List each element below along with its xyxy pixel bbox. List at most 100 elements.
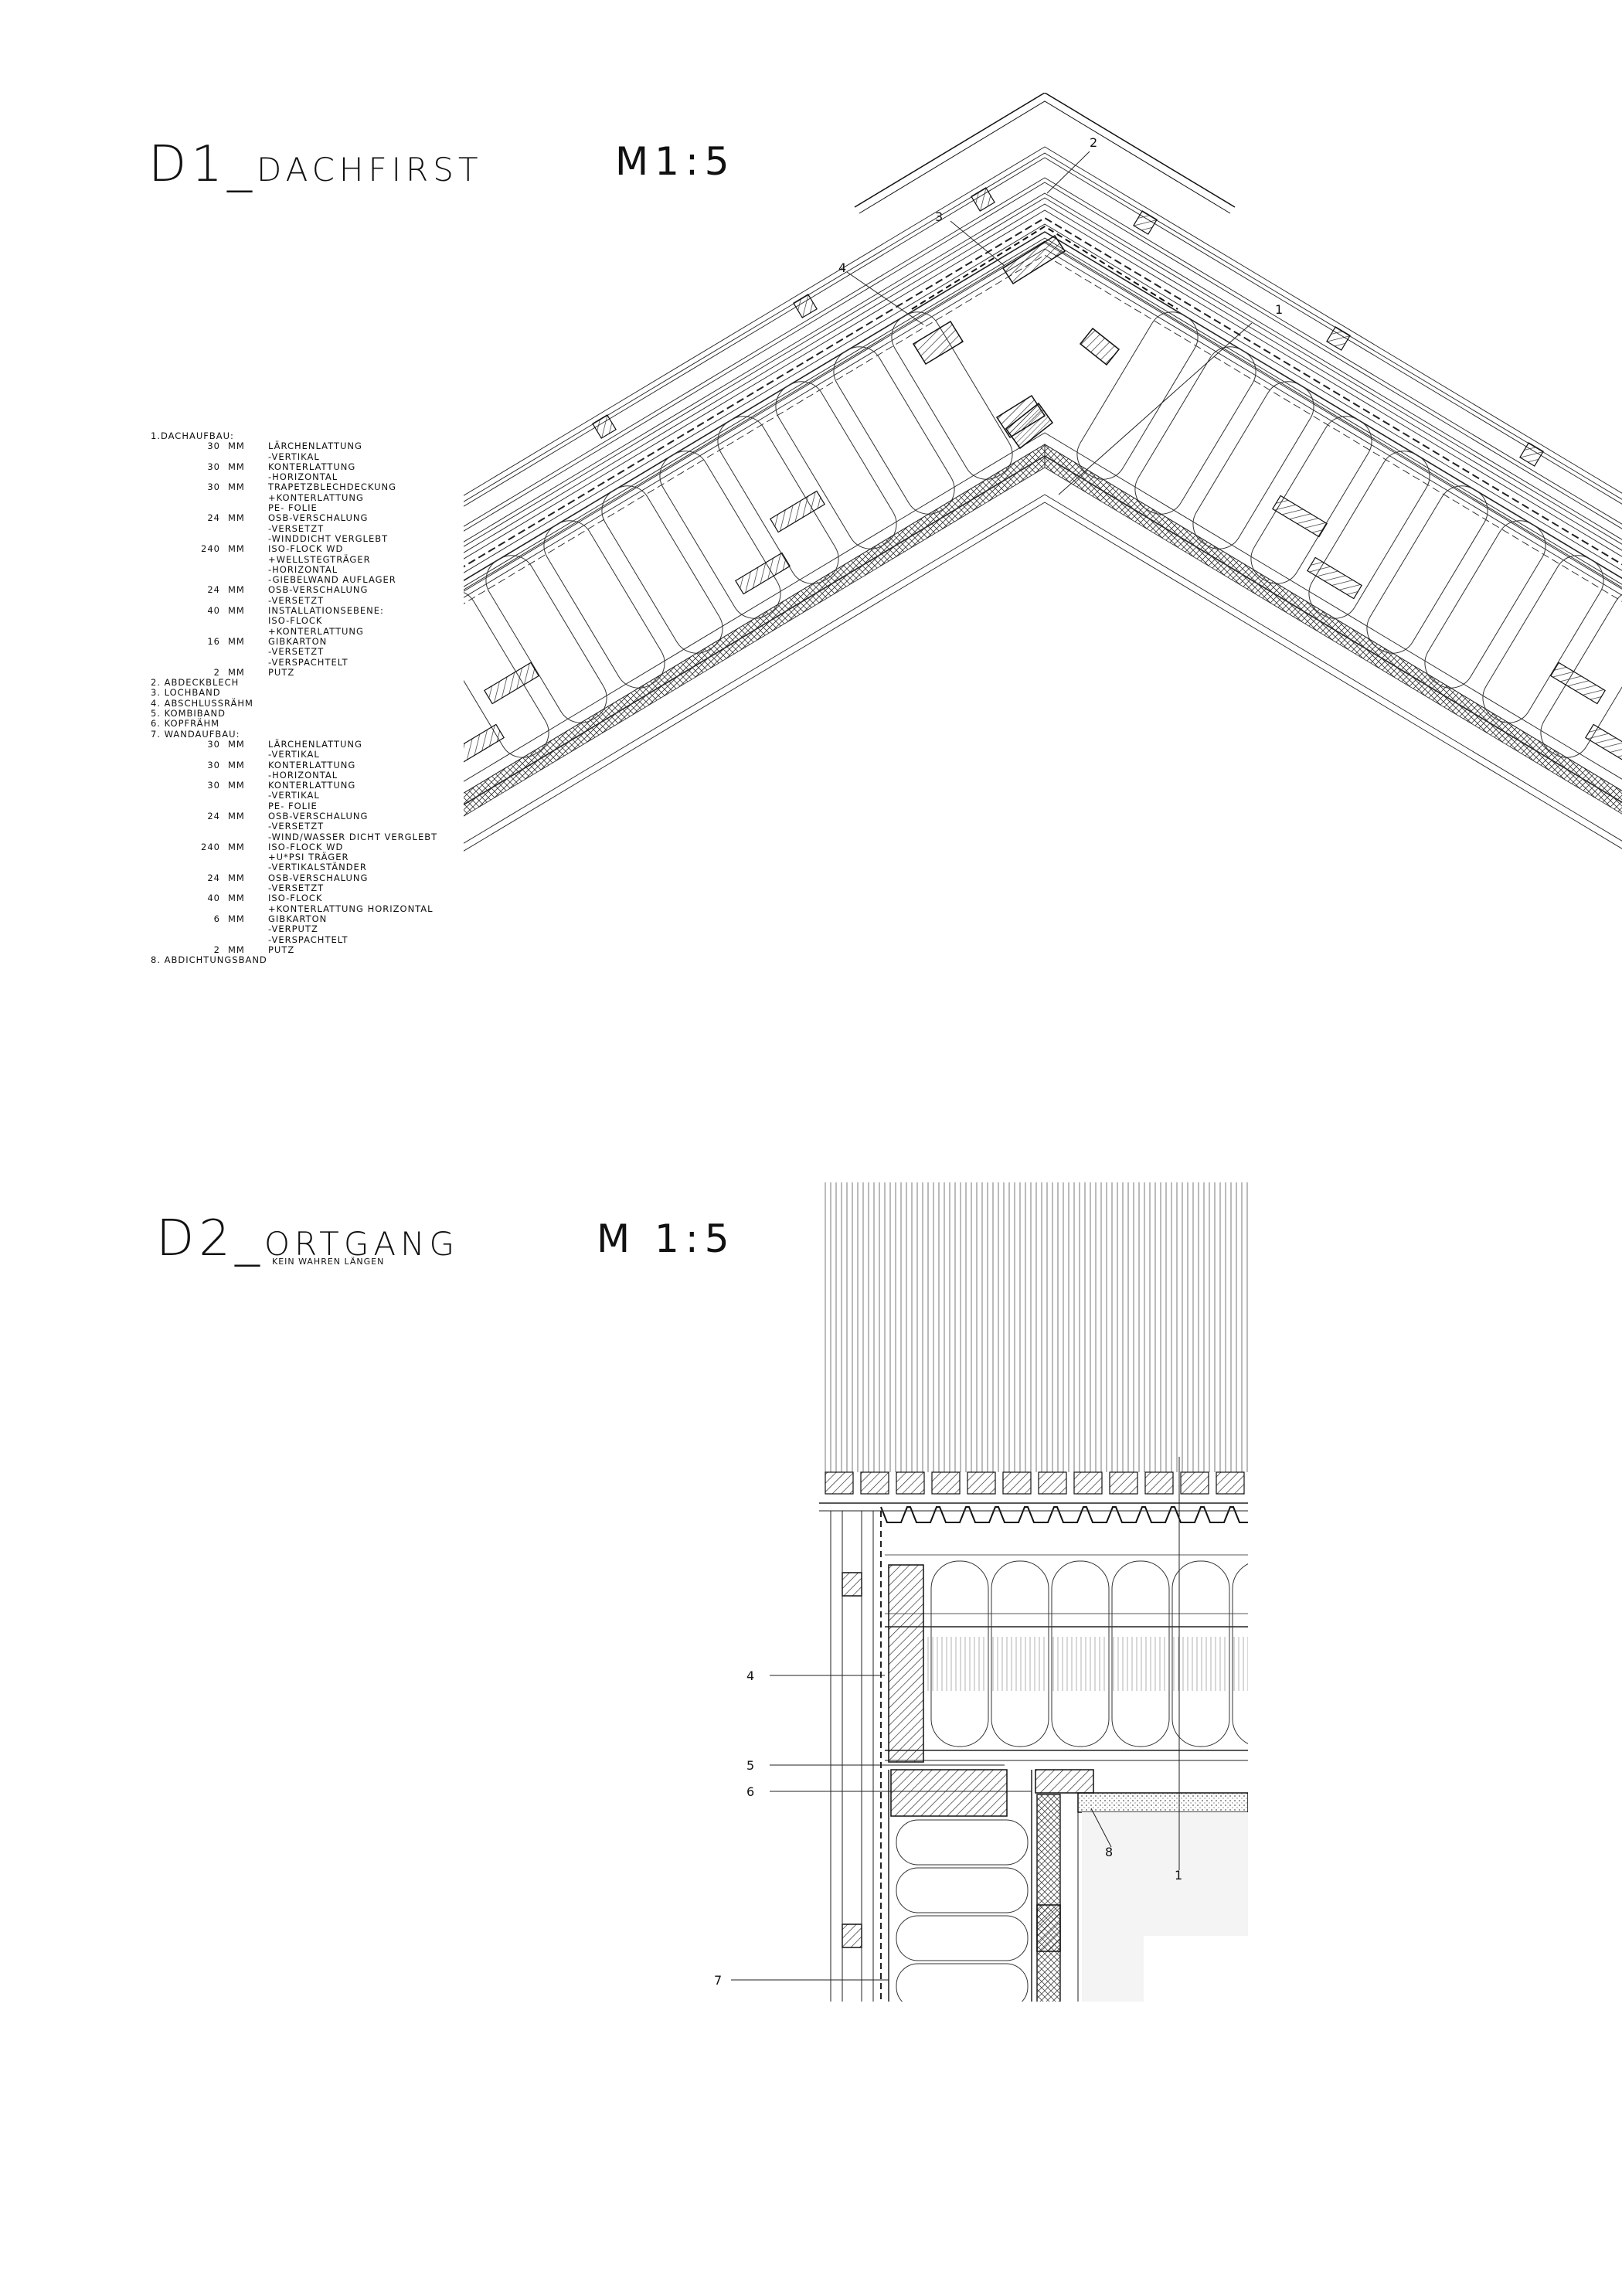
legend-dach-heading: 1.DACHAUFBAU:: [151, 430, 234, 441]
legend-item: 4. ABSCHLUSSRÄHM: [151, 697, 253, 709]
insulation-loop: [1076, 311, 1199, 480]
legend-unit: MM: [228, 944, 245, 955]
legend-unit: MM: [228, 461, 245, 472]
legend-item: 6. KOPFRÄHM: [151, 718, 220, 730]
roof-layer-line: [464, 248, 1622, 598]
legend-row: -VERSPACHTELT: [151, 934, 460, 945]
legend-item: 3. LOCHBAND: [151, 687, 221, 699]
legend-item: 2. ABDECKBLECH: [151, 677, 240, 689]
legend-row: -WINDDICHT VERGLEBT: [151, 533, 460, 544]
legend-material: PUTZ: [268, 666, 295, 678]
legend-material: -GIEBELWAND AUFLAGER: [268, 574, 396, 586]
batten: [931, 1471, 961, 1495]
legend-material: OSB-VERSCHALUNG: [268, 584, 369, 596]
d1-callouts: [846, 151, 1253, 495]
legend-material: -VERTIKAL: [268, 451, 320, 462]
batten: [1326, 326, 1351, 351]
legend-thickness: 40: [207, 893, 220, 904]
d2-title-name: ORTGANG: [264, 1225, 460, 1263]
insulation-loop: [543, 520, 665, 689]
legend-unit: MM: [228, 810, 245, 821]
joist-flange: [1272, 495, 1328, 538]
legend-material: LÄRCHENLATTUNG: [268, 440, 362, 452]
roof-layer-line: [464, 494, 1622, 844]
legend-thickness: 240: [201, 543, 220, 555]
ridge-cap: [854, 93, 1236, 310]
legend-material: PE- FOLIE: [268, 502, 318, 514]
legend-row: -VERSETZT: [151, 646, 460, 658]
legend-unit: MM: [228, 635, 245, 647]
legend-material: -VERSETZT: [268, 646, 325, 658]
legend-unit: MM: [228, 872, 245, 883]
legend-unit: MM: [228, 913, 245, 924]
legend-material: -VERTIKALSTÄNDER: [268, 862, 367, 873]
legend-row: +KONTERLATTUNG: [151, 492, 460, 503]
legend-material: KONTERLATTUNG: [268, 461, 356, 472]
legend-material: KONTERLATTUNG: [268, 759, 356, 770]
roof-layer-line: [464, 152, 1622, 502]
d2-verge-section: [819, 1182, 1248, 2002]
legend-thickness: 24: [207, 584, 220, 596]
d1-callout-1: 1: [1275, 302, 1283, 317]
legend-row: -VERSETZT: [151, 595, 460, 606]
legend-material: INSTALLATIONSEBENE:: [268, 605, 384, 617]
roof-layer-line: [464, 157, 1622, 507]
d1-callout-2: 2: [1090, 135, 1097, 150]
roof-layer-line: [464, 231, 1622, 581]
legend-thickness: 2: [213, 666, 220, 678]
legend-thickness: 24: [207, 810, 220, 821]
inner-board: [1044, 444, 1622, 815]
legend-unit: MM: [228, 759, 245, 770]
d2-title-code: D2_: [156, 1210, 264, 1267]
roof-layer-line: [464, 237, 1622, 587]
legend-material: +KONTERLATTUNG: [268, 625, 364, 637]
legend-row: -VERSETZT: [151, 883, 460, 893]
d1-ridge-section: [464, 93, 1622, 852]
batten: [971, 187, 995, 212]
legend-material: PE- FOLIE: [268, 800, 318, 811]
legend-row: PE- FOLIE: [151, 801, 460, 811]
d1-title-name: DACHFIRST: [257, 151, 483, 189]
d2-callout-4: 4: [746, 1668, 754, 1683]
roof-layer-line: [464, 203, 1622, 553]
legend-material: GIBKARTON: [268, 635, 328, 647]
legend-material: -HORIZONTAL: [268, 563, 338, 575]
legend-row: +WELLSTEGTRÄGER: [151, 553, 460, 565]
roof-layer-line: [464, 223, 1622, 573]
insulation-loop: [775, 381, 897, 549]
joist-flange: [1585, 723, 1622, 767]
legend-row: -VERSPACHTELT: [151, 657, 460, 668]
legend-material: +KONTERLATTUNG: [268, 492, 364, 503]
legend-row: ISO-FLOCK: [151, 616, 460, 627]
legend-material: +WELLSTEGTRÄGER: [268, 553, 371, 565]
roof-layer-line: [464, 192, 1622, 543]
batten: [967, 1471, 996, 1495]
batten: [1002, 1471, 1032, 1495]
joist-flange: [1307, 556, 1362, 600]
insulation-loop: [896, 1819, 1029, 1866]
joist-flange: [484, 662, 539, 705]
legend-unit: MM: [228, 440, 245, 452]
insulation-loop: [1424, 520, 1546, 689]
insulation-loop: [659, 451, 781, 619]
d2-callout-5: 5: [746, 1758, 754, 1773]
roof-layer-line: [464, 177, 1622, 527]
legend-row: -HORIZONTAL: [151, 563, 460, 575]
legend-unit: MM: [228, 481, 245, 493]
d1-callout-4: 4: [838, 260, 846, 275]
d1-callout-3: 3: [935, 209, 943, 224]
legend-row: -VERTIKAL: [151, 749, 460, 760]
d2-callouts: [731, 1457, 1180, 1981]
legend-thickness: 30: [207, 481, 220, 493]
legend-row: -VERTIKAL: [151, 791, 460, 801]
joist-flange: [770, 490, 825, 533]
batten: [825, 1471, 854, 1495]
legend-material: -VERTIKAL: [268, 790, 320, 801]
